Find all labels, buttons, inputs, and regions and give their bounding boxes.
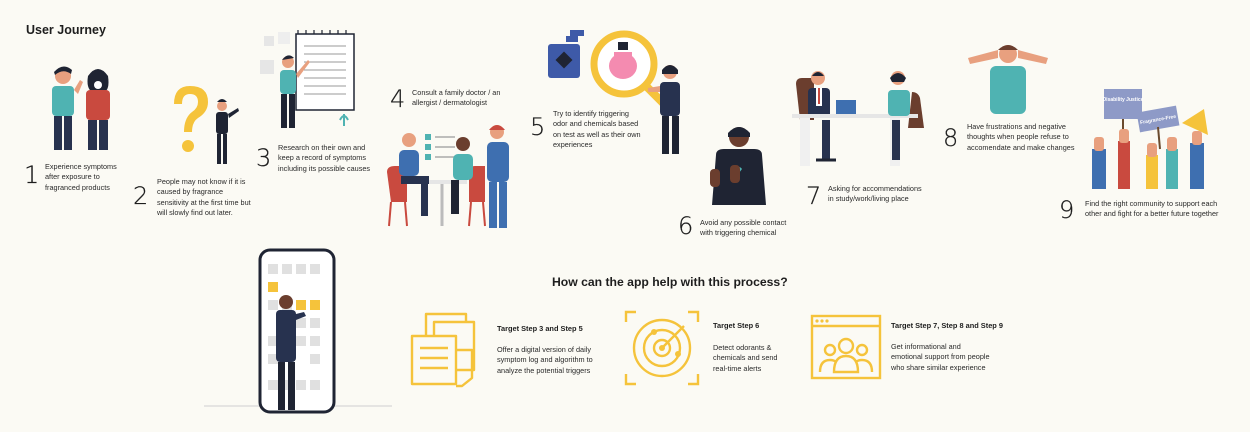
feature-title: Target Step 6 [713, 321, 760, 330]
app-phone-illustration [204, 248, 392, 414]
step-text: Consult a family doctor / an allergist /… [412, 88, 501, 108]
step-text: Have frustrations and negative thoughts … [967, 122, 1075, 152]
step-number: 1 [24, 161, 40, 189]
step7-meeting-illustration [792, 71, 924, 166]
step-text: People may not know if it is caused by f… [157, 177, 251, 217]
community-icon [810, 314, 882, 380]
step4-doctor-illustration [387, 125, 509, 228]
page-title: User Journey [26, 23, 106, 37]
step5-magnifier-illustration [548, 30, 680, 154]
app-section-heading: How can the app help with this process? [552, 275, 788, 289]
step-number: 7 [806, 182, 822, 210]
sign-disability-justice: Disability Justice [1103, 97, 1144, 103]
step-text: Find the right community to support each… [1085, 199, 1219, 219]
step8-frustrated-illustration [968, 45, 1048, 114]
feature-text: Get informational and emotional support … [891, 342, 990, 372]
feature-text: Detect odorants & chemicals and send rea… [713, 343, 778, 373]
step-number: 8 [943, 124, 959, 152]
step-number: 5 [530, 113, 546, 141]
feature-title: Target Step 3 and Step 5 [497, 324, 583, 333]
step-number: 3 [256, 144, 272, 172]
step3-research-illustration [260, 30, 355, 128]
step1-illustration [52, 66, 110, 150]
step-text: Asking for accommendations in study/work… [828, 184, 922, 204]
step-text: Experience symptoms after exposure to fr… [45, 162, 117, 192]
step-text: Research on their own and keep a record … [278, 143, 371, 173]
step9-community-illustration: Disability Justice Fragrance-Free [1092, 89, 1208, 189]
feature-title: Target Step 7, Step 8 and Step 9 [891, 321, 1003, 330]
step-text: Try to identify triggering odor and chem… [553, 109, 641, 149]
log-documents-icon [410, 312, 476, 388]
feature-text: Offer a digital version of daily symptom… [497, 345, 593, 375]
step-number: 4 [390, 85, 406, 113]
step6-avoid-illustration [710, 127, 766, 205]
step-text: Avoid any possible contact with triggeri… [700, 218, 787, 238]
step-number: 6 [678, 212, 694, 240]
step-number: 9 [1059, 196, 1075, 224]
radar-icon [624, 310, 700, 386]
step2-question-illustration [174, 86, 239, 164]
step-number: 2 [133, 182, 149, 210]
